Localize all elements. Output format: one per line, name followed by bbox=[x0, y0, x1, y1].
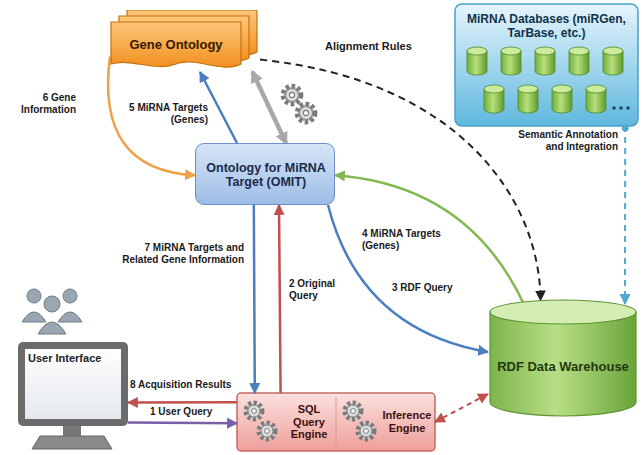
node-label: MiRNA Databases (miRGen, TarBase, etc.) bbox=[461, 8, 632, 46]
edge-label: Alignment Rules bbox=[325, 40, 445, 53]
edge-label: 5 MiRNA Targets (Genes) bbox=[116, 102, 208, 126]
monitor-screen: User Interface bbox=[18, 342, 128, 426]
node-label: Ontology for MiRNA Target (OMIT) bbox=[202, 148, 330, 202]
cylinder-store: RDF Data Warehouse bbox=[488, 298, 638, 418]
node-label: SQL Query Engine bbox=[281, 399, 337, 445]
edge-label: 8 Acquisition Results bbox=[130, 379, 255, 391]
engine-panel bbox=[237, 393, 435, 451]
connector bbox=[128, 401, 237, 404]
process-box: Ontology for MiRNA Target (OMIT) bbox=[195, 143, 335, 205]
edge-label: 7 MiRNA Targets and Related Gene Informa… bbox=[112, 242, 244, 266]
database-group: MiRNA Databases (miRGen, TarBase, etc.) bbox=[455, 4, 638, 126]
edge-label: 3 RDF Query bbox=[392, 282, 472, 294]
connector bbox=[435, 394, 488, 422]
connector bbox=[128, 421, 237, 424]
edge-label: Semantic Annotation and Integration bbox=[505, 129, 618, 153]
connector bbox=[335, 175, 526, 307]
node-label: Gene Ontology bbox=[111, 22, 241, 68]
connector bbox=[279, 205, 281, 393]
edge-label: 2 Original Query bbox=[289, 278, 359, 302]
engine-box: SQL Query Engine Inference Engine bbox=[237, 393, 435, 451]
node-label: User Interface bbox=[28, 352, 118, 382]
node-label: Inference Engine bbox=[380, 399, 434, 445]
edge-label: 4 MiRNA Targets (Genes) bbox=[362, 228, 454, 252]
connector bbox=[328, 205, 488, 352]
connector bbox=[253, 72, 287, 143]
monitor-stand bbox=[32, 426, 112, 449]
alignment-gears bbox=[283, 86, 314, 121]
database-panel bbox=[455, 4, 638, 126]
edge-label: 6 Gene Information bbox=[4, 92, 76, 116]
ontology-document: Gene Ontology bbox=[110, 10, 260, 72]
connector bbox=[624, 126, 626, 304]
edge-label: 1 User Query bbox=[150, 406, 230, 418]
cylinder-shape bbox=[488, 298, 638, 418]
connector-dot bbox=[622, 125, 629, 132]
node-label: RDF Data Warehouse bbox=[496, 328, 630, 406]
connector bbox=[254, 205, 255, 393]
users-icon bbox=[22, 289, 82, 334]
